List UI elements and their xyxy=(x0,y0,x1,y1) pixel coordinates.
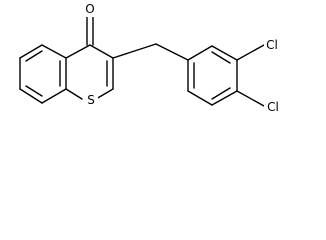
bond-aryl-double-1 xyxy=(211,51,231,64)
atom-labels: O S Cl Cl xyxy=(83,1,282,114)
bond-c2-s xyxy=(95,88,114,100)
bond-c3-ch2 xyxy=(112,43,157,59)
bond-aryl-double-3 xyxy=(211,87,231,100)
bond-ccl-upper xyxy=(236,44,265,61)
bond-skeleton xyxy=(19,16,265,107)
bond-benzo-4 xyxy=(41,88,67,104)
oxygen-label: O xyxy=(85,2,94,16)
bond-ch2-aryl xyxy=(155,43,189,61)
chlorine-lower-label-background xyxy=(264,98,282,114)
oxygen-label-background xyxy=(83,1,97,17)
bond-aryl-2 xyxy=(211,45,238,61)
chlorine-upper-label: Cl xyxy=(266,38,278,52)
chlorine-lower-label: Cl xyxy=(267,100,279,114)
bond-aryl-5 xyxy=(187,90,213,106)
sulfur-label-background xyxy=(84,91,98,107)
chlorine-upper-label-background xyxy=(264,37,282,53)
bond-aryl-1 xyxy=(187,45,213,61)
molecule-structure: O S Cl Cl xyxy=(19,1,282,114)
bond-benzo-double-3 xyxy=(25,85,43,97)
bond-aryl-4 xyxy=(211,90,238,106)
sulfur-label: S xyxy=(87,93,95,107)
bond-benzo-1 xyxy=(19,44,43,59)
bond-benzo-double-1 xyxy=(25,50,43,62)
bond-s-c8a xyxy=(65,88,83,100)
bond-c4a-c4 xyxy=(65,44,91,59)
bond-benzo-5 xyxy=(19,88,43,104)
bond-c4-c3 xyxy=(89,44,114,59)
bond-benzo-2 xyxy=(41,44,67,59)
bond-ccl-lower xyxy=(236,90,265,107)
